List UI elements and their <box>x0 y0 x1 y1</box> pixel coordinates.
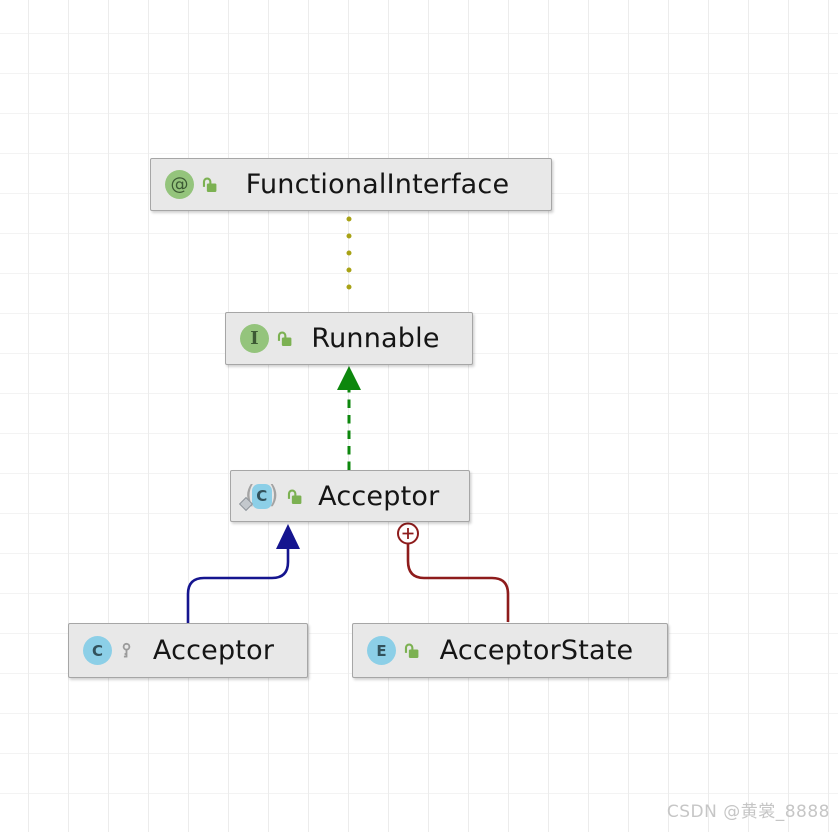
class-icon: C <box>83 636 112 665</box>
node-label: AcceptorState <box>439 635 634 666</box>
enum-icon: E <box>367 636 396 665</box>
node-icon-group: @ <box>165 170 218 199</box>
anonymous-class-icon: ( C ) <box>238 482 279 511</box>
node-icon-group: ( C ) <box>238 482 303 511</box>
node-label: Acceptor <box>318 480 440 512</box>
edge-realization[interactable] <box>337 366 361 470</box>
annotation-icon: @ <box>165 170 194 199</box>
unlocked-icon <box>403 642 420 659</box>
class-node-functional-interface[interactable]: @ FunctionalInterface <box>150 158 552 211</box>
class-node-acceptor-main[interactable]: ( C ) Acceptor <box>230 470 470 522</box>
node-label: FunctionalInterface <box>245 169 510 200</box>
class-node-runnable[interactable]: I Runnable <box>225 312 473 365</box>
node-icon-group: C <box>83 636 134 665</box>
node-label: Runnable <box>311 323 440 354</box>
unlocked-icon <box>286 488 303 505</box>
node-label: Acceptor <box>152 635 275 666</box>
node-icon-group: E <box>367 636 420 665</box>
enum-node-acceptor-state[interactable]: E AcceptorState <box>352 623 668 678</box>
csdn-watermark: CSDN @黄裳_8888 <box>666 802 830 822</box>
node-icon-group: I <box>240 324 293 353</box>
unlocked-icon <box>276 330 293 347</box>
key-icon <box>119 642 134 660</box>
edge-inner-class[interactable] <box>397 522 510 623</box>
interface-icon: I <box>240 324 269 353</box>
class-node-acceptor-local[interactable]: C Acceptor <box>68 623 308 678</box>
edge-generalization[interactable] <box>186 524 300 623</box>
unlocked-icon <box>201 176 218 193</box>
